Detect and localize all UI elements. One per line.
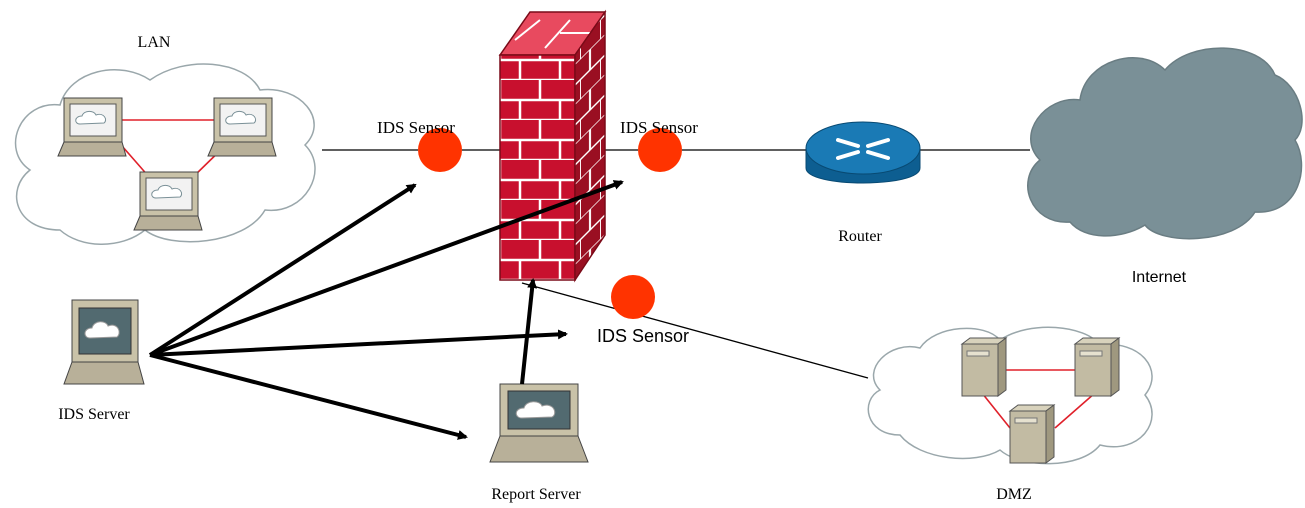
pc-icon	[133, 171, 203, 231]
arrows	[148, 180, 624, 440]
label-ids-server: IDS Server	[58, 406, 130, 423]
pc-icon	[207, 97, 277, 157]
label-internet: Internet	[1132, 269, 1187, 286]
label-router: Router	[838, 228, 882, 245]
lan-pc-2	[207, 97, 277, 157]
arrow-to-sensor-right	[149, 180, 624, 357]
ids-sensor-bottom[interactable]	[611, 275, 655, 319]
ids-sensor-left[interactable]	[418, 128, 462, 172]
label-sensor-right: IDS Sensor	[620, 118, 698, 137]
report-server[interactable]	[489, 383, 589, 463]
link-firewall-dmz	[521, 282, 869, 379]
server-tower-icon	[960, 337, 1008, 397]
dmz-server-2	[1073, 337, 1121, 397]
arrow-to-report-server	[149, 353, 468, 440]
label-sensor-bottom: IDS Sensor	[597, 326, 689, 346]
arrow-to-sensor-left	[148, 183, 417, 357]
server-tower-icon	[1073, 337, 1121, 397]
ids-server[interactable]	[63, 299, 145, 385]
pc-icon	[489, 383, 589, 463]
lan-pc-1	[57, 97, 127, 157]
pc-icon	[57, 97, 127, 157]
label-lan: LAN	[138, 34, 171, 51]
pc-icon	[63, 299, 145, 385]
arrow-to-sensor-bottom	[149, 329, 568, 357]
router-icon	[805, 121, 921, 184]
label-report-server: Report Server	[491, 486, 581, 503]
dmz-server-3	[1008, 404, 1056, 464]
firewall-icon	[498, 9, 607, 283]
internet-cloud	[1027, 47, 1303, 240]
label-sensor-left: IDS Sensor	[377, 118, 455, 137]
dmz-links	[981, 369, 1096, 429]
ids-sensor-right[interactable]	[638, 128, 682, 172]
arrow-report-to-firewall	[520, 278, 538, 385]
lan-pc-3	[133, 171, 203, 231]
server-tower-icon	[1008, 404, 1056, 464]
label-dmz: DMZ	[996, 486, 1032, 503]
dmz-server-1	[960, 337, 1008, 397]
